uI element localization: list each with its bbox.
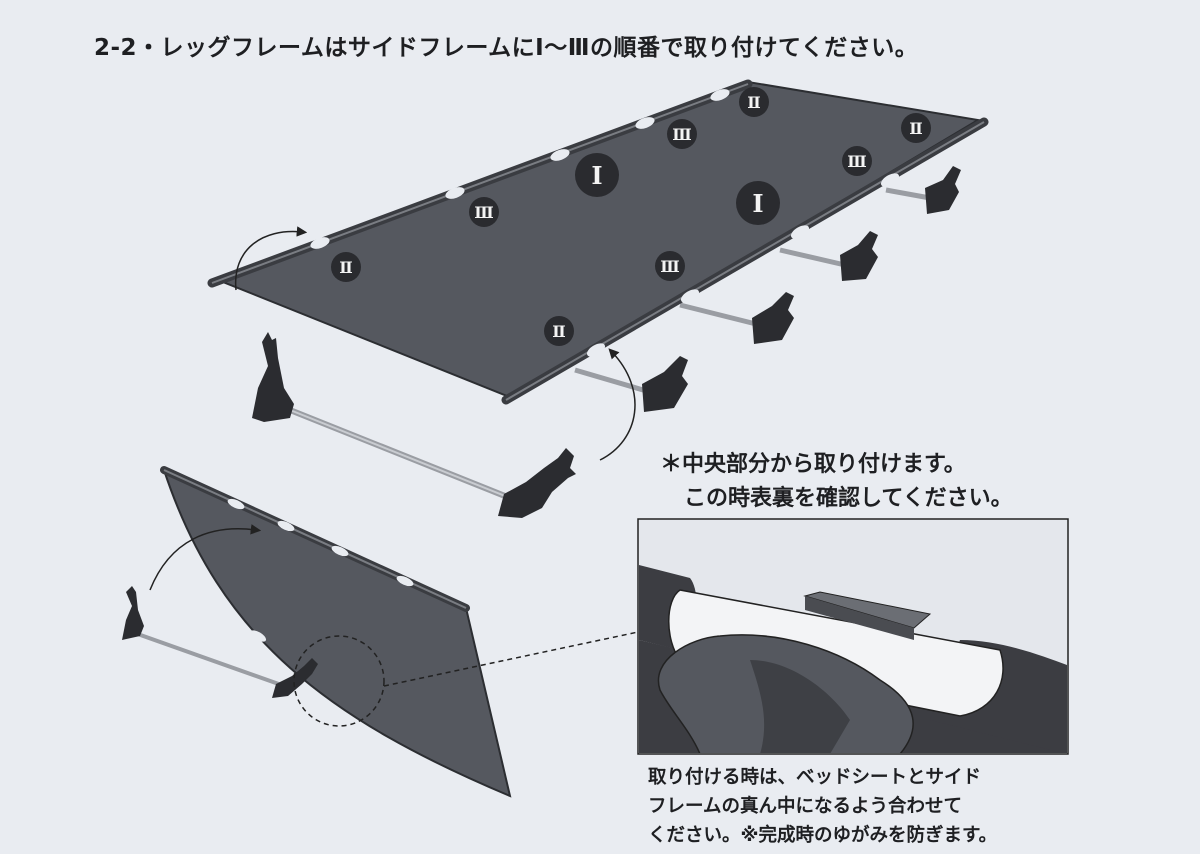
svg-text:Ⅲ: Ⅲ xyxy=(474,203,493,222)
svg-text:Ⅲ: Ⅲ xyxy=(660,257,679,276)
svg-text:Ⅱ: Ⅱ xyxy=(552,322,565,341)
leg-frame-main xyxy=(252,332,576,518)
svg-text:Ⅰ: Ⅰ xyxy=(752,189,763,218)
cot-sheet-top: Ⅱ Ⅲ Ⅰ Ⅲ Ⅱ Ⅲ Ⅱ xyxy=(207,79,989,461)
leg-frames-right xyxy=(574,166,961,412)
step-heading: 2-2・レッグフレームはサイドフレームにⅠ～Ⅲの順番で取り付けてください。 xyxy=(94,35,919,61)
marker-m5: Ⅱ xyxy=(739,87,769,117)
marker-m2: Ⅲ xyxy=(469,197,499,227)
marker-m6: Ⅲ xyxy=(655,251,685,281)
svg-text:Ⅲ: Ⅲ xyxy=(847,152,866,171)
marker-m8: Ⅰ xyxy=(736,181,780,225)
svg-text:Ⅱ: Ⅱ xyxy=(339,258,352,277)
marker-m3: Ⅰ xyxy=(575,153,619,197)
svg-text:Ⅰ: Ⅰ xyxy=(591,161,602,190)
caption-line-2: フレームの真ん中になるよう合わせて xyxy=(648,796,962,817)
svg-text:Ⅱ: Ⅱ xyxy=(909,119,922,138)
marker-m10: Ⅱ xyxy=(901,113,931,143)
marker-m7: Ⅱ xyxy=(544,316,574,346)
marker-m4: Ⅲ xyxy=(667,119,697,149)
zoom-detail-box xyxy=(637,518,1069,755)
side-frame-detail xyxy=(122,466,639,798)
note-line-1: ＊中央部分から取り付けます。 xyxy=(660,452,966,477)
caption-line-3: ください。※完成時のゆがみを防ぎます。 xyxy=(648,825,998,846)
svg-text:Ⅱ: Ⅱ xyxy=(747,93,760,112)
caption-line-1: 取り付ける時は、ベッドシートとサイド xyxy=(648,767,982,788)
note-line-2: この時表裏を確認してください。 xyxy=(684,486,1013,511)
marker-m1: Ⅱ xyxy=(331,252,361,282)
marker-m9: Ⅲ xyxy=(842,146,872,176)
svg-text:Ⅲ: Ⅲ xyxy=(672,125,691,144)
center-first-note: ＊中央部分から取り付けます。 この時表裏を確認してください。 xyxy=(660,448,1013,516)
alignment-caption: 取り付ける時は、ベッドシートとサイド フレームの真ん中になるよう合わせて くださ… xyxy=(648,763,997,850)
